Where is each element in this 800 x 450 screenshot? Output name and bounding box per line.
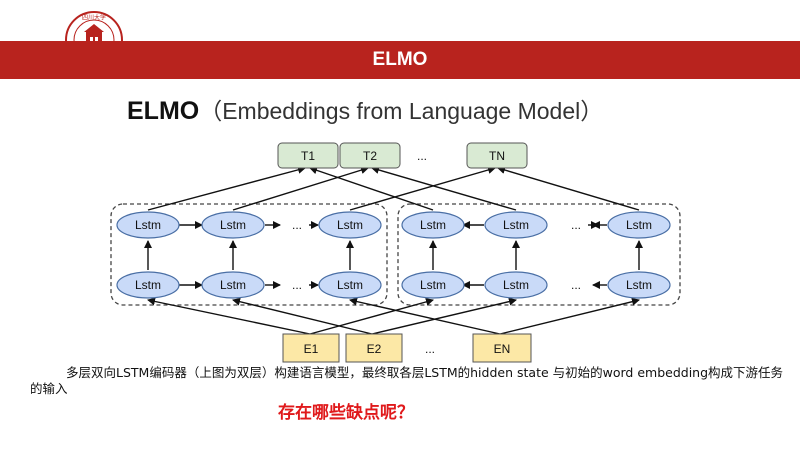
lstm-cell: Lstm bbox=[318, 211, 382, 239]
input-node-e2: E2 bbox=[345, 333, 403, 363]
lstm-cell: Lstm bbox=[318, 271, 382, 299]
backward-lstm-group bbox=[397, 203, 681, 306]
output-label: T2 bbox=[363, 149, 377, 163]
lstm-cell: Lstm bbox=[201, 211, 265, 239]
lstm-label: Lstm bbox=[420, 218, 446, 232]
caption-text: 多层双向LSTM编码器（上图为双层）构建语言模型，最终取各层LSTM的hidde… bbox=[30, 365, 784, 396]
lstm-cell: Lstm bbox=[116, 271, 180, 299]
lstm-label: Lstm bbox=[626, 218, 652, 232]
lstm-ellipsis: ... bbox=[292, 278, 302, 292]
output-label: T1 bbox=[301, 149, 315, 163]
lstm-label: Lstm bbox=[420, 278, 446, 292]
slide-title: ELMO（Embeddings from Language Model） bbox=[127, 92, 603, 126]
forward-lstm-group bbox=[110, 203, 388, 306]
lstm-label: Lstm bbox=[337, 278, 363, 292]
lstm-cell: Lstm bbox=[401, 271, 465, 299]
lstm-cell: Lstm bbox=[401, 211, 465, 239]
lstm-label: Lstm bbox=[337, 218, 363, 232]
lstm-label: Lstm bbox=[503, 218, 529, 232]
logo-text-top: 四川大学 bbox=[82, 14, 106, 22]
lstm-label: Lstm bbox=[626, 278, 652, 292]
output-label: TN bbox=[489, 149, 505, 163]
header-banner: ELMO bbox=[0, 41, 800, 79]
lstm-label: Lstm bbox=[503, 278, 529, 292]
output-node-tn: TN bbox=[466, 142, 528, 169]
lstm-cell: Lstm bbox=[484, 211, 548, 239]
lstm-cell: Lstm bbox=[201, 271, 265, 299]
input-label: EN bbox=[494, 342, 511, 356]
input-ellipsis: ... bbox=[425, 342, 435, 356]
lstm-label: Lstm bbox=[135, 218, 161, 232]
output-node-t1: T1 bbox=[277, 142, 339, 169]
lstm-cell: Lstm bbox=[607, 271, 671, 299]
output-ellipsis: ... bbox=[417, 149, 427, 163]
lstm-label: Lstm bbox=[220, 218, 246, 232]
input-label: E1 bbox=[304, 342, 319, 356]
lstm-cell: Lstm bbox=[484, 271, 548, 299]
slide-title-bold: ELMO bbox=[127, 97, 200, 125]
question-text: 存在哪些缺点呢？ bbox=[278, 403, 414, 423]
input-node-en: EN bbox=[472, 333, 532, 363]
lstm-cell: Lstm bbox=[116, 211, 180, 239]
input-node-e1: E1 bbox=[282, 333, 340, 363]
output-node-t2: T2 bbox=[339, 142, 401, 169]
lstm-ellipsis: ... bbox=[292, 218, 302, 232]
header-title: ELMO bbox=[372, 49, 428, 70]
lstm-ellipsis: ... bbox=[571, 218, 581, 232]
lstm-cell: Lstm bbox=[607, 211, 671, 239]
elmo-architecture-diagram: T1 T2 ... TN Lstm Lstm ... Lstm Lstm Lst… bbox=[110, 142, 681, 363]
lstm-label: Lstm bbox=[135, 278, 161, 292]
input-label: E2 bbox=[367, 342, 382, 356]
lstm-ellipsis: ... bbox=[571, 278, 581, 292]
slide-title-subtitle: （Embeddings from Language Model） bbox=[199, 98, 604, 124]
lstm-label: Lstm bbox=[220, 278, 246, 292]
